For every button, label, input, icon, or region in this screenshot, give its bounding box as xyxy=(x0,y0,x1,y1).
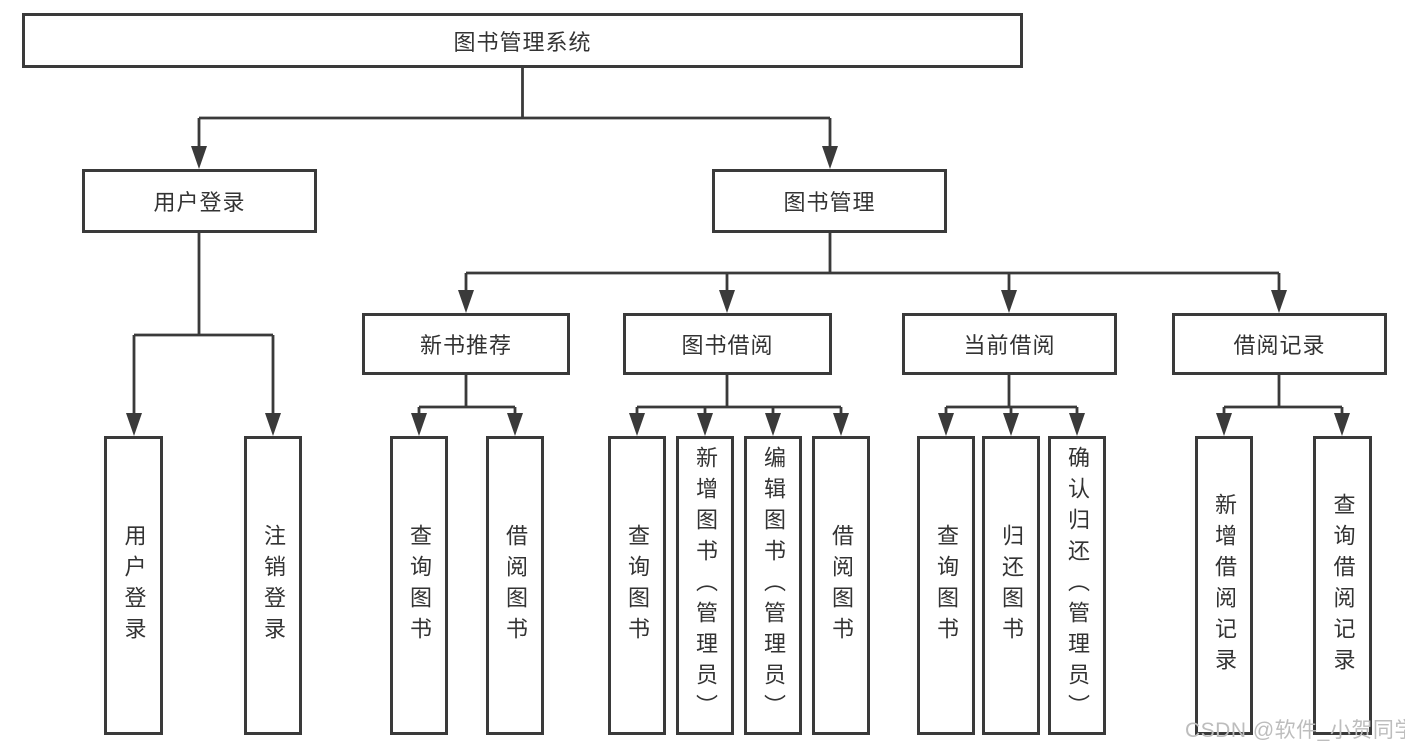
connector-book-management xyxy=(464,233,1281,294)
arrowheads xyxy=(126,146,1350,436)
node-label: 新增图书（管理员） xyxy=(693,446,718,725)
arrow-icon xyxy=(1334,413,1350,436)
node-label: 确认归还（管理员） xyxy=(1065,446,1090,725)
arrow-icon xyxy=(719,290,735,313)
connector-book-borrowing xyxy=(635,375,843,417)
node-new-book-recommend: 新书推荐 xyxy=(362,313,570,375)
arrow-icon xyxy=(1216,413,1232,436)
leaf-confirm-return-admin: 确认归还（管理员） xyxy=(1048,436,1106,735)
node-label: 图书借阅 xyxy=(681,333,774,358)
arrow-icon xyxy=(1069,413,1085,436)
node-label: 借阅图书 xyxy=(503,523,528,648)
connector-borrowing-records xyxy=(1222,375,1344,417)
node-label: 注销登录 xyxy=(261,523,286,648)
arrow-icon xyxy=(191,146,207,169)
leaf-borrow-books-recommend: 借阅图书 xyxy=(486,436,544,735)
node-label: 图书管理 xyxy=(783,190,876,215)
arrow-icon xyxy=(822,146,838,169)
arrow-icon xyxy=(1271,290,1287,313)
arrow-icon xyxy=(765,413,781,436)
leaf-query-books-borrowing: 查询图书 xyxy=(608,436,666,735)
node-label: 用户登录 xyxy=(121,523,147,648)
node-label: 编辑图书（管理员） xyxy=(761,446,786,725)
connector-user-login xyxy=(132,233,275,417)
arrow-icon xyxy=(697,413,713,436)
node-borrowing-records: 借阅记录 xyxy=(1172,313,1387,375)
node-label: 查询图书 xyxy=(407,523,432,648)
leaf-add-borrow-record: 新增借阅记录 xyxy=(1195,436,1253,735)
csdn-watermark: CSDN @软件_小贺同学 xyxy=(1185,719,1405,742)
arrow-icon xyxy=(833,413,849,436)
node-label: 图书管理系统 xyxy=(453,29,592,55)
node-label: 新书推荐 xyxy=(419,333,512,358)
arrow-icon xyxy=(458,290,474,313)
leaf-borrow-books: 借阅图书 xyxy=(812,436,870,735)
node-label: 查询借阅记录 xyxy=(1330,492,1356,679)
leaf-return-books: 归还图书 xyxy=(982,436,1040,735)
node-label: 借阅记录 xyxy=(1233,333,1326,358)
node-label: 查询图书 xyxy=(625,523,650,648)
connector-new-book xyxy=(417,375,517,417)
connector-paths xyxy=(132,68,1344,417)
node-label: 用户登录 xyxy=(153,190,246,215)
node-label: 查询图书 xyxy=(934,523,959,648)
leaf-query-books-current: 查询图书 xyxy=(917,436,975,735)
node-label: 当前借阅 xyxy=(963,333,1056,358)
arrow-icon xyxy=(126,413,142,436)
arrow-icon xyxy=(411,413,427,436)
node-root-library-system: 图书管理系统 xyxy=(22,13,1023,68)
leaf-edit-books-admin: 编辑图书（管理员） xyxy=(744,436,802,735)
arrow-icon xyxy=(265,413,281,436)
connector-root xyxy=(197,68,832,149)
node-label: 新增借阅记录 xyxy=(1212,492,1237,679)
connector-current-borrowing xyxy=(944,375,1079,417)
node-current-borrowing: 当前借阅 xyxy=(902,313,1117,375)
leaf-query-books-recommend: 查询图书 xyxy=(390,436,448,735)
leaf-add-books-admin: 新增图书（管理员） xyxy=(676,436,734,735)
arrow-icon xyxy=(938,413,954,436)
leaf-logout: 注销登录 xyxy=(244,436,302,735)
leaf-user-login: 用户登录 xyxy=(104,436,163,735)
arrow-icon xyxy=(629,413,645,436)
node-label: 借阅图书 xyxy=(829,523,854,648)
node-user-login: 用户登录 xyxy=(82,169,317,233)
leaf-query-borrow-record: 查询借阅记录 xyxy=(1313,436,1372,735)
arrow-icon xyxy=(1001,290,1017,313)
node-book-management: 图书管理 xyxy=(712,169,947,233)
arrow-icon xyxy=(507,413,523,436)
node-book-borrowing: 图书借阅 xyxy=(623,313,832,375)
arrow-icon xyxy=(1003,413,1019,436)
node-label: 归还图书 xyxy=(999,523,1024,648)
